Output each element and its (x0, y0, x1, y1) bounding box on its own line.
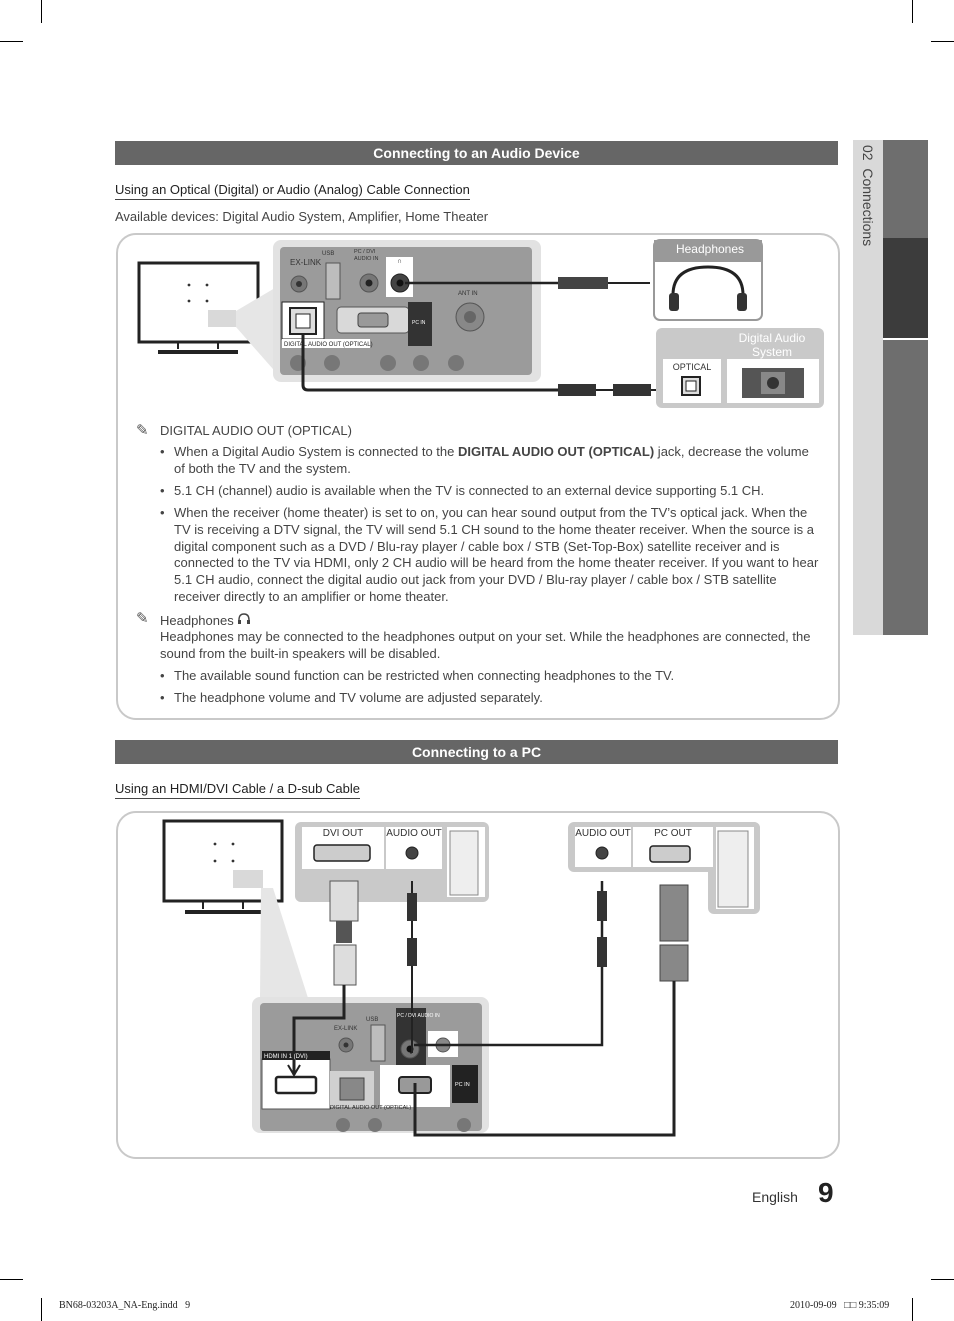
bold-term: DIGITAL AUDIO OUT (OPTICAL) (458, 444, 655, 459)
dvi-out-label: DVI OUT (322, 828, 364, 839)
bullet-item: • When a Digital Audio System is connect… (160, 444, 809, 476)
subheading-optical: Using an Optical (Digital) or Audio (Ana… (115, 182, 470, 200)
chapter-tab-active (883, 238, 928, 338)
crop-mark (931, 41, 954, 42)
headphones-box-label: Headphones (675, 242, 745, 256)
pc-dvi-audio-in-label: PC / DVI AUDIO IN (397, 1013, 440, 1019)
note-digital-audio-out-title: DIGITAL AUDIO OUT (OPTICAL) (160, 423, 352, 438)
crop-mark (41, 1298, 42, 1321)
crop-mark (0, 1279, 23, 1280)
svg-text:EX-LINK: EX-LINK (290, 258, 322, 267)
svg-text:USB: USB (322, 251, 334, 257)
pencil-note-icon: ✎ (136, 610, 149, 627)
note-headphones-text: Headphones may be connected to the headp… (160, 629, 811, 661)
bullet-dot: • (160, 690, 165, 705)
usb-label: USB (366, 1017, 378, 1023)
chapter-tab-upper (883, 140, 928, 238)
bullet-dot: • (160, 444, 165, 459)
digital-audio-out-label: DIGITAL AUDIO OUT (OPTICAL) (330, 1105, 411, 1111)
chapter-number: 02 (860, 145, 876, 161)
subheading-hdmi-dsub: Using an HDMI/DVI Cable / a D-sub Cable (115, 781, 360, 799)
pc-connection-diagram: HDMI IN 1 (DVI) USB EX-LINK PC / DVI AUDIO … (162, 819, 760, 1137)
ex-link-label: EX-LINK (334, 1026, 357, 1032)
section-title-pc: Connecting to a PC (115, 740, 838, 764)
page-number: 9 (818, 1177, 834, 1208)
crop-mark (931, 1279, 954, 1280)
audio-out-label: AUDIO OUT (575, 828, 631, 839)
bullet-dot: • (160, 505, 165, 520)
headphones-icon (237, 613, 251, 630)
hdmi-in-label: HDMI IN 1 (DVI) (264, 1054, 308, 1060)
bullet-dot: • (160, 483, 165, 498)
pc-in-label: PC IN (455, 1082, 470, 1088)
crop-mark (912, 0, 913, 23)
svg-text:DIGITAL AUDIO OUT (OPTICAL): DIGITAL AUDIO OUT (OPTICAL) (284, 342, 373, 348)
bullet-item: • The headphone volume and TV volume are… (160, 690, 543, 705)
audio-connection-diagram: EX-LINK USB PC / DVI AUDIO IN ∩ ANT IN P… (137, 239, 824, 408)
chapter-tab-lower (883, 340, 928, 635)
svg-text:AUDIO IN: AUDIO IN (354, 256, 378, 262)
pc-out-label: PC OUT (654, 828, 692, 839)
note-headphones-title: Headphones (160, 613, 251, 630)
svg-text:∩: ∩ (397, 258, 402, 265)
bullet-item: • The available sound function can be re… (160, 668, 675, 683)
pencil-note-icon: ✎ (136, 422, 149, 439)
footer-language: English (752, 1189, 798, 1205)
svg-text:PC / DVI: PC / DVI (354, 249, 376, 255)
available-devices: Available devices: Digital Audio System,… (115, 209, 489, 224)
bullet-item: • When the receiver (home theater) is se… (160, 505, 819, 604)
print-timestamp: 2010-09-09 □□ 9:35:09 (790, 1300, 890, 1311)
svg-text:PC IN: PC IN (412, 320, 426, 326)
chapter-tab-background (853, 140, 883, 635)
file-info: BN68-03203A_NA-Eng.indd 9 (59, 1300, 191, 1311)
bullet-dot: • (160, 668, 165, 683)
chapter-title: Connections (860, 168, 876, 247)
digital-audio-system-label: Digital Audio System (738, 331, 806, 359)
crop-mark (41, 0, 42, 23)
crop-mark (912, 1298, 913, 1321)
svg-text:ANT IN: ANT IN (458, 291, 478, 297)
crop-mark (0, 41, 23, 42)
audio-out-label: AUDIO OUT (386, 828, 442, 839)
section-title-audio: Connecting to an Audio Device (115, 141, 838, 165)
optical-label: OPTICAL (672, 362, 712, 372)
bullet-item: • 5.1 CH (channel) audio is available wh… (160, 483, 765, 498)
chapter-label: 02 Connections (858, 145, 878, 275)
